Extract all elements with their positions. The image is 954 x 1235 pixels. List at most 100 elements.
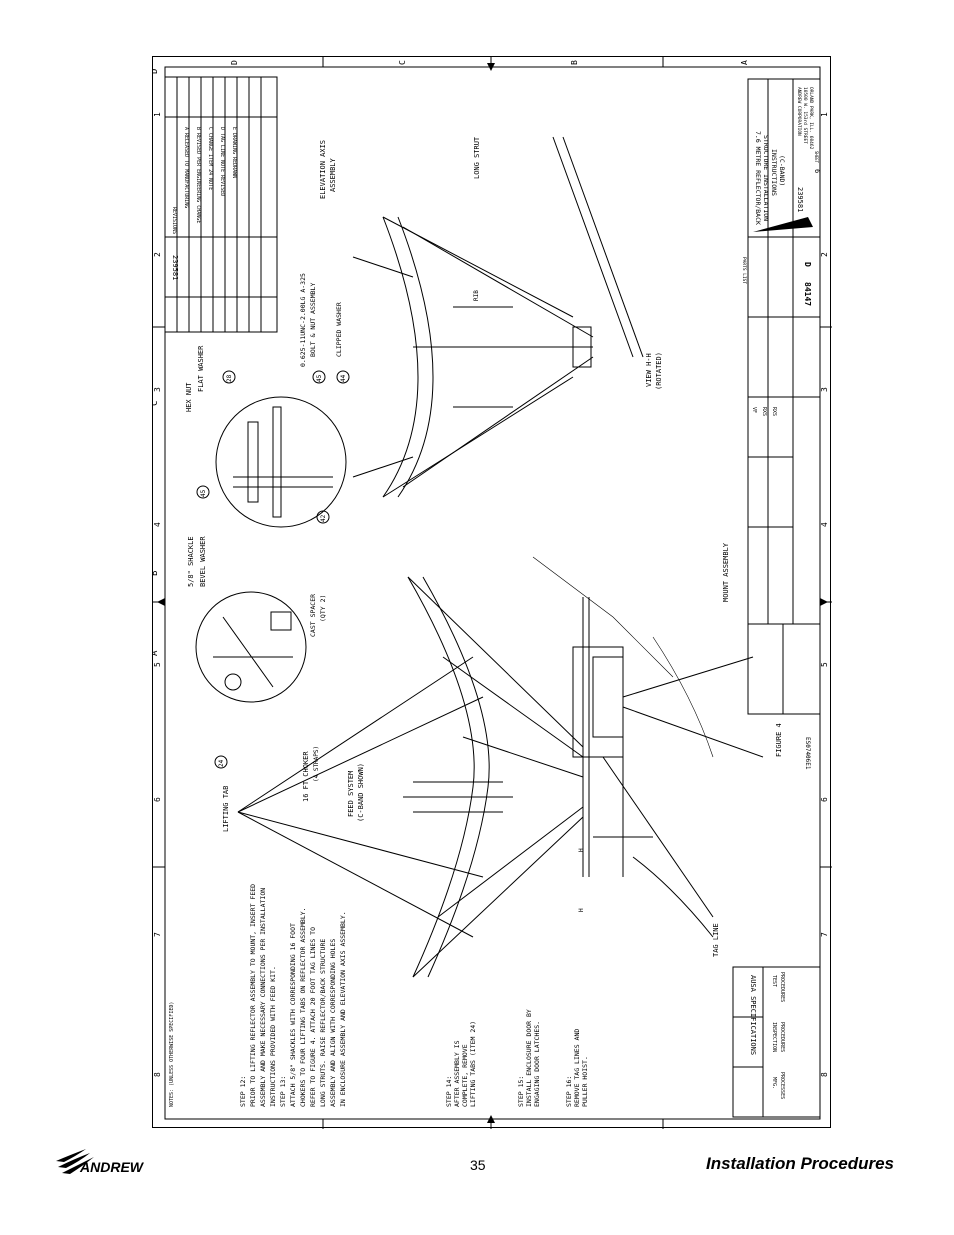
zone-number-left-2: 2: [153, 252, 162, 257]
inspection-label: INSPECTION: [771, 1022, 777, 1052]
zone-number-left-1: 1: [153, 112, 162, 117]
title-line-3: INSTRUCTIONS: [770, 149, 778, 196]
long-strut-label: LONG STRUT: [473, 136, 481, 179]
section-h-right: H: [578, 848, 585, 852]
zone-number-left-6: 6: [153, 797, 162, 802]
bolt-detail-circle: [215, 396, 347, 528]
item-44-label: 44: [340, 374, 347, 382]
step15-line-1: STEP 15:: [517, 1076, 525, 1107]
figure-4-drawing: [237, 576, 764, 978]
zone-number-right-1: 1: [820, 112, 829, 117]
section-title: Installation Procedures: [706, 1154, 894, 1173]
item-45b-label: 45: [316, 374, 323, 382]
step-line-4: INSTRUCTIONS PROVIDED WITH FEED KIT.: [269, 966, 277, 1107]
zone-number-left-8: 8: [153, 1072, 162, 1077]
item-45a-label: 45: [200, 489, 207, 497]
step14-line-1: STEP 14:: [445, 1076, 453, 1107]
procedures-label-1: PROCEDURES: [779, 1022, 785, 1052]
elevation-axis-label-2: ASSEMBLY: [329, 157, 337, 192]
rev-ref: 239581: [171, 255, 179, 280]
company-line-2: 10500 W. 153rd STREET: [802, 87, 808, 144]
procedures-label-2: PROCEDURES: [779, 972, 785, 1002]
title-line-1: 7.6 METRE REFLECTOR/BACK: [754, 131, 762, 225]
zone-number-right-3: 3: [820, 387, 829, 392]
checked-by: RXS: [761, 407, 767, 416]
revision-d: D TAG LINE NOTE REVISED: [219, 127, 225, 196]
step16-line-1: STEP 16:: [565, 1076, 573, 1107]
feed-system-label: FEED SYSTEM: [347, 771, 355, 817]
step16-line-3: PULLER HOIST.: [581, 1056, 589, 1107]
straps-label: (4 STRAPS): [313, 746, 320, 782]
zone-number-right-7: 7: [820, 932, 829, 937]
zone-number-right-8: 8: [820, 1072, 829, 1077]
zone-letter-left-b: B: [153, 571, 160, 576]
revisions-header: REVISIONS: [171, 207, 177, 234]
test-label: TEST: [771, 975, 777, 987]
drawing-size: D: [803, 262, 812, 267]
view-hh-label: VIEW H-H: [645, 353, 653, 387]
step-line-2: PRIOR TO LIFTING REFLECTOR ASSEMBLY TO M…: [249, 884, 257, 1107]
step-line-1: STEP 12:: [239, 1076, 247, 1107]
zone-number-left-5: 5: [153, 662, 162, 667]
view-hh-drawing: [352, 136, 644, 498]
lifting-tab-label: LIFTING TAB: [222, 786, 230, 832]
title-line-4: (C-BAND): [778, 155, 786, 186]
zone-number-left-3: 3: [153, 387, 162, 392]
step-line-3: ASSEMBLY AND MAKE NECESSARY CONNECTIONS …: [259, 888, 267, 1107]
sheet-label: SHEET: [814, 151, 819, 164]
rib-label: RIB: [473, 290, 480, 301]
item-42-label: 42: [320, 514, 327, 522]
sheet-number: 6: [813, 169, 821, 173]
bolt-label-1: 0.625-11UNC-2.00LG A-325: [299, 273, 307, 367]
andrew-logo-text: ANDREW: [79, 1159, 145, 1175]
notes-header: NOTES: (UNLESS OTHERWISE SPECIFIED): [169, 1002, 175, 1107]
revision-b: B REVISED PER ENGINEERING CHANGE: [195, 127, 201, 223]
revision-e: E DRAWING REDRAWN: [231, 127, 237, 178]
zone-letter-top-C: C: [398, 60, 407, 65]
step14-line-4: LIFTING TABS (ITEM 24): [469, 1021, 477, 1107]
shackle-label: 5/8" SHACKLE: [187, 536, 195, 587]
drawn-by: VF: [751, 407, 757, 413]
zone-letter-left-d: D: [153, 69, 160, 74]
zone-number-left-4: 4: [153, 522, 162, 527]
drawing-number: 84147: [803, 282, 812, 306]
ref-number: 239581: [796, 187, 804, 212]
step-line-5: STEP 13:: [279, 1076, 287, 1107]
title-line-2: STRUCTURE INSTALLATION: [762, 135, 770, 221]
bevel-washer-label: BEVEL WASHER: [199, 536, 207, 587]
company-line-3: ORLAND PARK, ILL. 60462: [808, 87, 814, 150]
zone-number-right-2: 2: [820, 252, 829, 257]
zone-letter-top-A: A: [740, 60, 749, 65]
zone-letter-top-D: D: [230, 60, 239, 65]
hex-nut-label: HEX NUT: [185, 382, 193, 412]
zone-number-right-6: 6: [820, 797, 829, 802]
step-line-8: REFER TO FIGURE 4. ATTACH 20 FOOT TAG LI…: [309, 927, 317, 1107]
processes-label: PROCESSES: [779, 1072, 785, 1099]
qty2-label: (QTY 2): [319, 595, 327, 622]
step-line-11: IN ENCLOSURE ASSEMBLY AND ELEVATION AXIS…: [339, 911, 347, 1107]
figure-4-label: FIGURE 4: [775, 723, 783, 757]
bolt-label-2: BOLT & NUT ASSEMBLY: [309, 283, 317, 357]
company-line-1: ANDREW CORPORATION: [796, 87, 802, 136]
elevation-axis-label: ELEVATION AXIS: [319, 140, 327, 199]
mount-assembly-label: MOUNT ASSEMBLY: [722, 542, 730, 602]
zone-number-left-7: 7: [153, 932, 162, 937]
zone-number-right-5: 5: [820, 662, 829, 667]
parts-list-label: PARTS LIST: [741, 257, 747, 284]
mfg-label: MFG.: [771, 1077, 777, 1089]
item-24-label: 24: [218, 759, 225, 767]
step15-line-3: ENGAGING DOOR LATCHES.: [533, 1021, 541, 1107]
section-h-left: H: [578, 908, 585, 912]
flat-washer-label: FLAT WASHER: [197, 345, 205, 392]
tag-line-label: TAG LINE: [712, 923, 720, 957]
zone-number-right-4: 4: [820, 522, 829, 527]
step-line-7: CHOKERS TO FOUR LIFTING TABS ON REFLECTO…: [299, 907, 307, 1107]
cband-shown-label: (C-BAND SHOWN): [357, 763, 365, 822]
step14-line-3: COMPLETE, REMOVE: [461, 1044, 469, 1107]
spec-number: ES07406E1: [804, 737, 811, 770]
step-line-10: ASSEMBLY AND ALIGN WITH CORRESPONDING HO…: [329, 939, 337, 1107]
step14-line-2: AFTER ASSEMBLY IS: [453, 1040, 461, 1107]
clipped-washer-label: CLIPPED WASHER: [335, 302, 343, 357]
revision-c: C CHANGE ITEM 24 NOTE: [207, 127, 213, 190]
